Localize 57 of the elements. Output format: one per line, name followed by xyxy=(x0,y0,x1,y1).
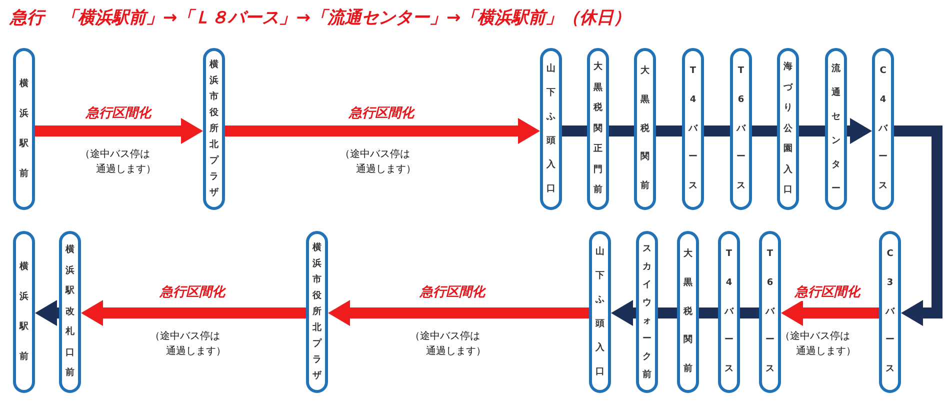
arrow xyxy=(225,118,540,144)
edge-label: 急行区間化 xyxy=(795,283,860,301)
stop-name: T6バース xyxy=(766,248,774,376)
stop-name: 横浜駅前 xyxy=(20,77,28,181)
edge-label: 急行区間化 xyxy=(160,283,225,301)
arrow xyxy=(847,118,872,144)
bus-stop-capsule xyxy=(777,48,799,210)
stop-name: スカイウォーク前 xyxy=(642,243,652,382)
stop-name: T4バース xyxy=(688,65,698,194)
arrow xyxy=(35,118,203,144)
note-text: （途中バス停は通過します） xyxy=(410,330,486,359)
bus-stop-capsule xyxy=(203,48,225,210)
bus-stop-capsule xyxy=(730,48,752,210)
stop-name: 山下ふ頭入口 xyxy=(596,245,604,379)
bus-stop-capsule xyxy=(825,48,847,210)
stop-name: C3バース xyxy=(886,248,894,376)
stop-name: T6バース xyxy=(736,65,746,194)
edge-label: 急行区間化 xyxy=(420,283,485,301)
bus-stop-capsule xyxy=(59,231,81,393)
stop-name: 海づり公園入口 xyxy=(784,60,792,198)
note-text: （途中バス停は通過します） xyxy=(340,148,416,177)
title: 急行 「横浜駅前」→「Ｌ８バース」→「流通センター」→「横浜駅前」（休日） xyxy=(10,7,631,29)
bus-stop-capsule xyxy=(759,231,781,393)
bus-stop-capsule xyxy=(879,231,901,393)
edge-label: 急行区間化 xyxy=(349,104,414,122)
bus-stop-capsule xyxy=(589,231,611,393)
stop-name: 横浜駅改札口前 xyxy=(66,243,74,380)
edge-label: 急行区間化 xyxy=(86,104,151,122)
bus-stop-capsule xyxy=(634,48,656,210)
stop-name: 流通センター xyxy=(832,62,840,196)
stop-name: 大黒税関前 xyxy=(640,64,650,194)
stop-name: T4バース xyxy=(724,248,734,376)
bus-stop-capsule xyxy=(587,48,609,210)
bus-stop-capsule xyxy=(540,48,562,210)
bus-stop-capsule xyxy=(677,231,699,393)
note-text: （途中バス停は通過します） xyxy=(80,148,156,177)
arrow xyxy=(35,300,59,326)
stop-name: 大黒税関正門前 xyxy=(594,60,602,198)
note-text: （途中バス停は通過します） xyxy=(150,330,226,359)
stop-name: 横浜駅前 xyxy=(20,260,28,364)
note-text: （途中バス停は通過します） xyxy=(780,330,856,359)
arrow xyxy=(611,300,636,326)
bus-stop-capsule xyxy=(636,231,658,393)
bus-stop-capsule xyxy=(872,48,894,210)
stop-name: 山下ふ頭入口 xyxy=(546,62,556,196)
bus-stop-capsule xyxy=(13,231,35,393)
bus-stop-capsule xyxy=(682,48,704,210)
bus-stop-capsule xyxy=(13,48,35,210)
bus-stop-capsule xyxy=(718,231,740,393)
arrow xyxy=(328,300,589,326)
arrow xyxy=(781,300,879,326)
arrow xyxy=(81,300,306,326)
bus-stop-capsule xyxy=(306,231,328,393)
stop-name: 大黒税関前 xyxy=(684,247,692,376)
stop-name: 横浜市役所北プラザ xyxy=(210,58,218,200)
stop-name: C4バース xyxy=(878,65,888,194)
stop-name: 横浜市役所北プラザ xyxy=(312,241,322,383)
